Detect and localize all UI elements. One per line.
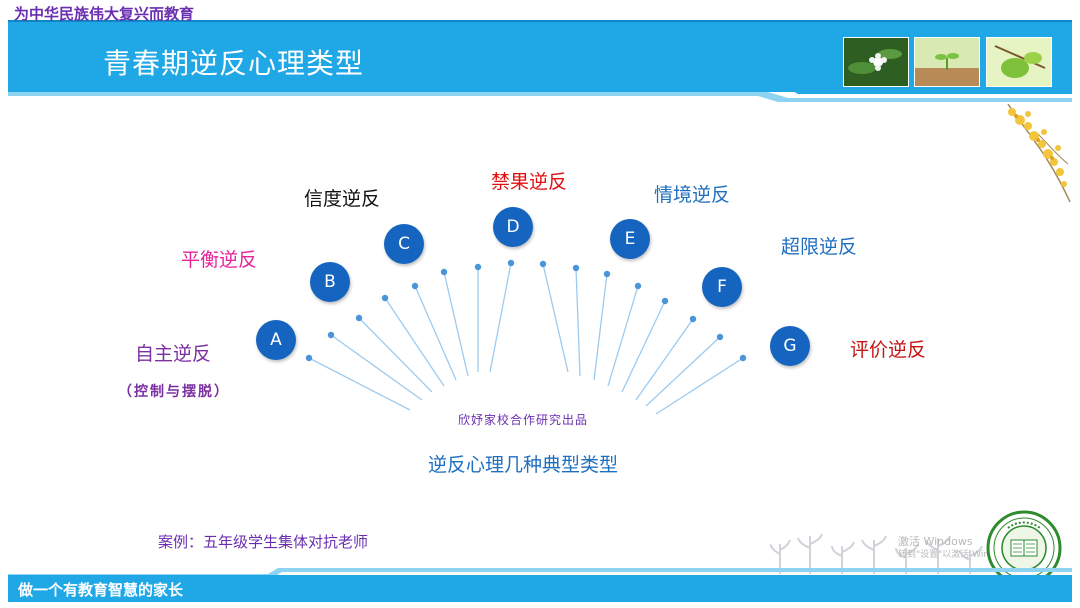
label-evaluation-rebellion: 评价逆反 xyxy=(850,339,927,361)
fan-line xyxy=(635,318,694,401)
fan-dot xyxy=(355,314,363,322)
fan-line xyxy=(655,357,744,415)
sprout-icon xyxy=(915,38,979,86)
fan-dot xyxy=(661,297,669,305)
fan-dot xyxy=(634,282,642,290)
fan-line xyxy=(607,285,639,387)
fan-line xyxy=(575,267,581,377)
header-top-strip xyxy=(8,0,1072,22)
fan-dot xyxy=(411,282,419,290)
fan-dot xyxy=(739,354,747,362)
fan-line xyxy=(443,271,469,377)
fan-dot xyxy=(539,260,547,268)
label-forbidden-fruit-rebellion: 禁果逆反 xyxy=(491,171,568,193)
label-overload-rebellion: 超限逆反 xyxy=(781,236,858,258)
credit-text: 欣妤家校合作研究出品 xyxy=(458,413,589,427)
fan-dot xyxy=(381,294,389,302)
slogan-text: 为中华民族伟大复兴而教育 xyxy=(14,5,195,23)
activation-watermark-hint: 转到"设置"以激活 Windows。 xyxy=(898,550,1022,560)
fan-dots xyxy=(305,259,747,362)
leaf-photo-thumbnail xyxy=(986,37,1052,87)
footer-motto: 做一个有教育智慧的家长 xyxy=(18,581,184,599)
fan-line xyxy=(414,285,457,381)
white-flower-icon xyxy=(844,38,908,86)
fan-dot xyxy=(689,315,697,323)
fan-dot xyxy=(474,263,482,271)
fan-dot xyxy=(440,268,448,276)
diagram-caption: 逆反心理几种典型类型 xyxy=(428,454,619,476)
label-autonomy-subtitle: （控制与摆脱） xyxy=(118,384,230,400)
node-f-circle: F xyxy=(702,267,742,307)
label-balance-rebellion: 平衡逆反 xyxy=(181,249,258,271)
fan-line xyxy=(358,317,433,393)
label-situation-rebellion: 情境逆反 xyxy=(654,184,731,206)
footer-band xyxy=(8,575,1072,602)
case-text: 案例：五年级学生集体对抗老师 xyxy=(158,533,369,551)
node-d-circle: D xyxy=(493,207,533,247)
fan-line xyxy=(645,336,721,407)
label-credibility-rebellion: 信度逆反 xyxy=(304,188,381,210)
fan-lines xyxy=(308,262,744,415)
fan-line xyxy=(308,357,411,411)
fan-dot xyxy=(716,333,724,341)
node-c-circle: C xyxy=(384,224,424,264)
fan-line xyxy=(489,262,512,373)
label-autonomy-rebellion: 自主逆反 xyxy=(135,343,212,365)
fan-line xyxy=(621,300,666,393)
fan-dot xyxy=(572,264,580,272)
header-divider xyxy=(8,20,1072,22)
fan-line xyxy=(384,297,445,387)
fan-dot xyxy=(327,331,335,339)
fan-line xyxy=(330,334,423,401)
node-g-circle: G xyxy=(770,326,810,366)
node-b-circle: B xyxy=(310,262,350,302)
fan-dot xyxy=(507,259,515,267)
flower-photo-thumbnail xyxy=(843,37,909,87)
green-leaf-icon xyxy=(987,38,1051,86)
header-stripes xyxy=(8,88,1072,102)
fan-dot xyxy=(305,354,313,362)
fan-line xyxy=(542,263,569,373)
fan-dot xyxy=(603,270,611,278)
yellow-blossom-decoration xyxy=(1007,104,1071,203)
activation-watermark-title: 激活 Windows xyxy=(898,535,973,548)
sprout-photo-thumbnail xyxy=(914,37,980,87)
node-e-circle: E xyxy=(610,219,650,259)
slide-title: 青春期逆反心理类型 xyxy=(103,47,365,80)
fan-line xyxy=(593,273,608,381)
node-a-circle: A xyxy=(256,320,296,360)
